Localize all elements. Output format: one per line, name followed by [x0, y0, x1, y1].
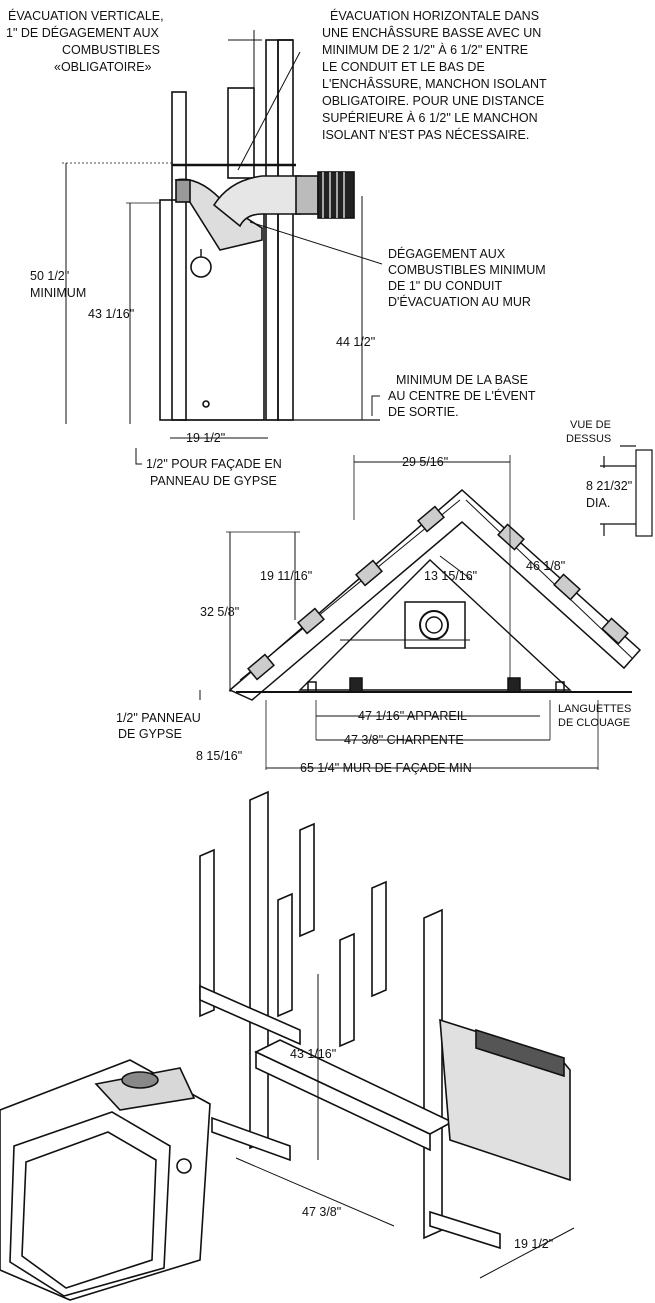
- vent-collar: [404, 601, 466, 649]
- horizontal-vent-line-1: ÉVACUATION HORIZONTALE DANS: [330, 8, 539, 23]
- drywall-note-line-2: PANNEAU DE GYPSE: [150, 474, 277, 488]
- vent-terminal: [317, 171, 355, 219]
- horizontal-vent-line-4: LE CONDUIT ET LE BAS DE: [322, 60, 485, 74]
- vertical-vent-line-1: ÉVACUATION VERTICALE,: [8, 8, 164, 23]
- dim-44-label: 44 1/2": [336, 335, 375, 349]
- dim-8-label: 8 15/16": [196, 749, 242, 763]
- dim-46-label: 46 1/8": [526, 559, 565, 573]
- wall-face: [277, 39, 294, 421]
- base-note-label: MINIMUM DE LA BASE AU CENTRE DE L'ÉVENT …: [388, 373, 536, 419]
- clearance-line-4: D'ÉVACUATION AU MUR: [388, 294, 531, 309]
- frame-dim-depth-label: 19 1/2": [514, 1237, 553, 1251]
- nailing-tabs-line-1: LANGUETTES: [558, 703, 631, 715]
- horizontal-vent-line-6: OBLIGATOIRE. POUR UNE DISTANCE: [322, 94, 544, 108]
- unit-knob-icon: [176, 1158, 192, 1174]
- horizontal-vent-line-7: SUPÉRIEURE À 6 1/2" LE MANCHON: [322, 110, 538, 125]
- horizontal-vent-line-8: ISOLANT N'EST PAS NÉCESSAIRE.: [322, 127, 529, 142]
- fireplace-plan: [298, 559, 572, 691]
- leader-base: [371, 395, 380, 416]
- dim-minimum-label: MINIMUM: [30, 286, 86, 300]
- dim-65-label: 65 1/4" MUR DE FAÇADE MIN: [300, 761, 472, 775]
- top-view-title-1: VUE DE: [570, 419, 611, 431]
- base-note-line-3: DE SORTIE.: [388, 405, 459, 419]
- frame-dim-line-width: [235, 1157, 395, 1227]
- dia-label-2: DIA.: [586, 496, 610, 510]
- top-view-title-2: DESSUS: [566, 433, 611, 445]
- vent-pipe-icon: [419, 610, 449, 640]
- insulating-sleeve: [295, 175, 319, 215]
- gas-inlet-icon: [202, 400, 210, 408]
- vertical-vent-line-3: COMBUSTIBLES: [62, 43, 160, 57]
- vertical-vent-line-2: 1" DE DÉGAGEMENT AUX: [6, 25, 160, 40]
- leader-clearance: [249, 221, 383, 265]
- drywall-note-line-1: 1/2" POUR FAÇADE EN: [146, 457, 282, 471]
- base-note-line-2: AU CENTRE DE L'ÉVENT: [388, 388, 536, 403]
- clearance-block: [175, 179, 191, 203]
- horizontal-vent-line-2: UNE ENCHÂSSURE BASSE AVEC UN: [322, 25, 541, 40]
- dia-label-1: 8 21/32": [586, 479, 632, 493]
- horizontal-vent-line-5: L'ENCHÂSSURE, MANCHON ISOLANT: [322, 76, 547, 91]
- clearance-line-2: COMBUSTIBLES MINIMUM: [388, 263, 546, 277]
- corner-wall: [228, 489, 642, 701]
- stud-block: [417, 505, 445, 533]
- dim-29-label: 29 5/16": [402, 455, 448, 469]
- dim-13-label: 13 15/16": [424, 569, 477, 583]
- frame-dim-height-label: 43 1/16": [290, 1047, 336, 1061]
- unit-vent-collar: [121, 1071, 159, 1089]
- terminal-top-view: [635, 449, 653, 537]
- dim-32-label: 32 5/8": [200, 605, 239, 619]
- nailing-tabs-line-2: DE CLOUAGE: [558, 717, 630, 729]
- frame-dim-line-depth: [479, 1227, 575, 1279]
- dim-line-13: [439, 555, 473, 581]
- vertical-vent-line-4: «OBLIGATOIRE»: [54, 60, 152, 74]
- wall-stud-left: [171, 91, 187, 421]
- nailing-tab: [349, 677, 363, 693]
- frame-dim-width-label: 47 3/8": [302, 1205, 341, 1219]
- dim-43-label: 43 1/16": [88, 307, 134, 321]
- leader-horizontal: [237, 51, 301, 171]
- control-knob-icon: [190, 256, 212, 278]
- dim-50-label: 50 1/2": [30, 269, 69, 283]
- dim-19-11-label: 19 11/16": [260, 569, 312, 583]
- dim-19-label: 19 1/2": [186, 431, 225, 445]
- plan-drywall-line-2: DE GYPSE: [118, 727, 182, 741]
- frame-front-stud: [249, 790, 269, 1150]
- plan-drywall-line-1: 1/2" PANNEAU: [116, 711, 201, 725]
- vertical-vent-label: ÉVACUATION VERTICALE, 1" DE DÉGAGEMENT A…: [6, 8, 164, 74]
- horizontal-vent-line-3: MINIMUM DE 2 1/2" À 6 1/2" ENTRE: [322, 42, 528, 57]
- plan-view: [199, 455, 642, 770]
- framing-view: [0, 790, 575, 1301]
- clearance-label: DÉGAGEMENT AUX COMBUSTIBLES MINIMUM DE 1…: [388, 246, 546, 309]
- frame-stud: [199, 848, 215, 1018]
- dim-47-1-label: 47 1/16" APPAREIL: [358, 709, 467, 723]
- base-note-line-1: MINIMUM DE LA BASE: [396, 373, 528, 387]
- side-view: [62, 30, 383, 465]
- clearance-line-1: DÉGAGEMENT AUX: [388, 246, 506, 261]
- clearance-line-3: DE 1" DU CONDUIT: [388, 279, 503, 293]
- top-view-inset: [600, 445, 653, 537]
- vertical-vent-pipe: [227, 87, 255, 179]
- horizontal-vent-label: ÉVACUATION HORIZONTALE DANS UNE ENCHÂSSU…: [322, 8, 547, 142]
- dim-47-3-label: 47 3/8" CHARPENTE: [344, 733, 464, 747]
